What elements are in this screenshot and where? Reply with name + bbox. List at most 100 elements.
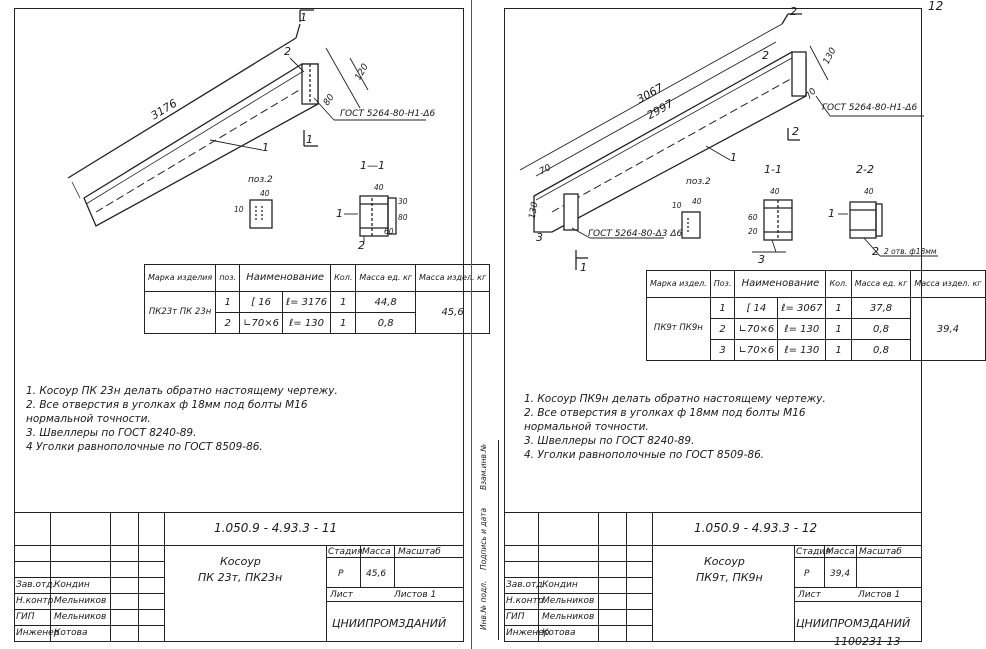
general-notes-2: 1. Косоур ПК9н делать обратно настоящему…	[524, 392, 826, 462]
corner-sheet-number: 12	[928, 0, 944, 13]
stage-header: Стадия	[328, 547, 363, 557]
note-line: 1. Косоур ПК 23н делать обратно настояще…	[26, 385, 338, 397]
label-pos-2: 2	[762, 49, 769, 62]
length-cell: ℓ= 130	[777, 318, 827, 340]
signer-role: Инженер	[16, 628, 60, 638]
organization: ЦНИИПРОМЗДАНИЙ	[332, 617, 447, 630]
drawing-sheet-2: 12	[476, 0, 986, 649]
section-dim-30: 30	[398, 197, 408, 206]
sheet-divider	[471, 0, 472, 649]
header-mark: Марка издел.	[646, 270, 711, 298]
sheet-header: Лист	[330, 590, 353, 600]
signer-name: Кондин	[542, 580, 578, 590]
header-total-mass: Масса издел. кг	[414, 264, 491, 292]
organization: ЦНИИПРОМЗДАНИЙ	[796, 617, 911, 630]
stage-value: Р	[804, 569, 810, 579]
table-row: 2 ∟70×6 ℓ= 130 1 0,8	[145, 312, 490, 334]
stamp-inv-no: Инв.№ подл.	[479, 580, 488, 630]
name-cell: ∟70×6	[734, 318, 779, 340]
header-qty: Кол.	[825, 270, 852, 298]
pos-cell: 3	[709, 339, 736, 361]
signer-role: Н.контр.	[506, 596, 547, 606]
section-dim-40: 40	[374, 183, 384, 192]
name-cell: ∟70×6	[734, 339, 779, 361]
mass-value: 45,6	[366, 569, 387, 579]
note-line: 4. Уголки равнополочные по ГОСТ 8509-86.	[524, 449, 765, 461]
section-mark-bottom: 1	[306, 133, 313, 146]
header-pos: Поз.	[709, 270, 736, 298]
section1-dim-60: 60	[748, 213, 758, 222]
weld-note: ГОСТ 5264-80-Н1-Δ6	[340, 109, 436, 119]
qty-cell: 1	[825, 318, 852, 340]
stamp-replaced-inv: Взам.инв.№	[479, 443, 488, 490]
signer-name: Мельников	[54, 596, 107, 606]
general-notes-1: 1. Косоур ПК 23н делать обратно настояще…	[26, 384, 338, 454]
header-name: Наименование	[239, 264, 332, 292]
spec-table-2: Марка издел. Поз. Наименование Кол. Масс…	[646, 270, 986, 361]
mass-header: Масса	[826, 547, 855, 557]
item-name: Косоур	[220, 555, 261, 568]
qty-cell: 1	[825, 297, 852, 319]
header-total-mass: Масса издел. кг	[910, 270, 986, 298]
header-unit-mass: Масса ед. кг	[850, 270, 912, 298]
label-pos-2: 2	[284, 45, 291, 58]
mark-cell: ПК23т ПК 23н	[143, 291, 217, 334]
label-pos-1: 1	[730, 151, 737, 164]
stamp-signature-date: Подпись и дата	[479, 507, 488, 570]
header-qty: Кол.	[330, 264, 357, 292]
detail-poz2: поз.2	[248, 175, 273, 185]
pos-cell: 2	[709, 318, 736, 340]
signer-role: ГИП	[16, 612, 35, 622]
section2-pos-1: 1	[828, 207, 835, 220]
section-mark-top: 2	[790, 5, 797, 18]
note-line: 1. Косоур ПК9н делать обратно настоящему…	[524, 393, 826, 405]
pos-cell: 2	[215, 312, 241, 334]
label-pos-1: 1	[262, 141, 269, 154]
signer-name: Мельников	[542, 612, 595, 622]
table-row: ПК9т ПК9н 1 [ 14 ℓ= 3067 1 37,8 39,4	[646, 297, 986, 361]
section-pos-2: 2	[358, 239, 365, 252]
section-title-2-2: 2-2	[856, 163, 874, 176]
total-mass-cell: 45,6	[414, 291, 491, 334]
section-title-1-1: 1—1	[360, 159, 385, 172]
header-name: Наименование	[734, 270, 827, 298]
scale-header: Масштаб	[398, 547, 441, 557]
mass-cell: 44,8	[355, 291, 416, 313]
qty-cell: 1	[330, 291, 357, 313]
note-line: 3. Швеллеры по ГОСТ 8240-89.	[26, 427, 197, 439]
table-row: 3 ∟70×6 ℓ= 130 1 0,8	[647, 339, 986, 361]
drawing-code: 1.050.9 - 4.93.3 - 11	[214, 521, 338, 535]
detail-poz2: поз.2	[686, 177, 711, 187]
signer-name: Мельников	[54, 612, 107, 622]
detail-dim-10: 10	[672, 201, 682, 210]
side-stamp-column: Инв.№ подл. Подпись и дата Взам.инв.№	[476, 440, 499, 640]
signer-name: Котова	[542, 628, 576, 638]
pos-cell: 1	[215, 291, 241, 313]
detail-dim-40: 40	[260, 189, 270, 198]
header-unit-mass: Масса ед. кг	[355, 264, 416, 292]
section1-pos-3: 3	[758, 253, 765, 266]
total-mass-cell: 39,4	[910, 297, 986, 361]
scale-header: Масштаб	[859, 547, 902, 557]
section-title-1-1: 1-1	[764, 163, 782, 176]
weld-note-bottom: ГОСТ 5264-80-Δ3 Δ6	[588, 229, 683, 239]
section2-dim-40: 40	[864, 187, 874, 196]
signer-name: Кондин	[54, 580, 90, 590]
drawing-sheet-1: 1 3176 2 1 120 80 ГОСТ 5264-80-Н1-Δ6 1 1…	[0, 0, 491, 649]
length-cell: ℓ= 130	[281, 312, 332, 334]
label-pos-3: 3	[536, 231, 543, 244]
length-cell: ℓ= 3067	[777, 297, 827, 319]
signer-role: Н.контр.	[16, 596, 57, 606]
note-line: 3. Швеллеры по ГОСТ 8240-89.	[524, 435, 695, 447]
title-block-2: 1.050.9 - 4.93.3 - 12 Косоур ПК9т, ПК9н …	[504, 512, 922, 641]
note-line: нормальной точности.	[26, 413, 151, 425]
section-dim-80: 80	[398, 213, 408, 222]
stringer-drawing-2	[519, 13, 938, 270]
holes-note: 2 отв. ф18мм	[884, 247, 937, 256]
signer-name: Котова	[54, 628, 88, 638]
name-cell: [ 16	[239, 291, 283, 313]
table-row: ПК23т ПК 23н 1 [ 16 ℓ= 3176 1 44,8 45,6	[143, 291, 491, 334]
sheets-header: Листов 1	[394, 590, 437, 600]
sheets-header: Листов 1	[858, 590, 901, 600]
spec-table-1: Марка изделия поз. Наименование Кол. Мас…	[143, 264, 491, 334]
